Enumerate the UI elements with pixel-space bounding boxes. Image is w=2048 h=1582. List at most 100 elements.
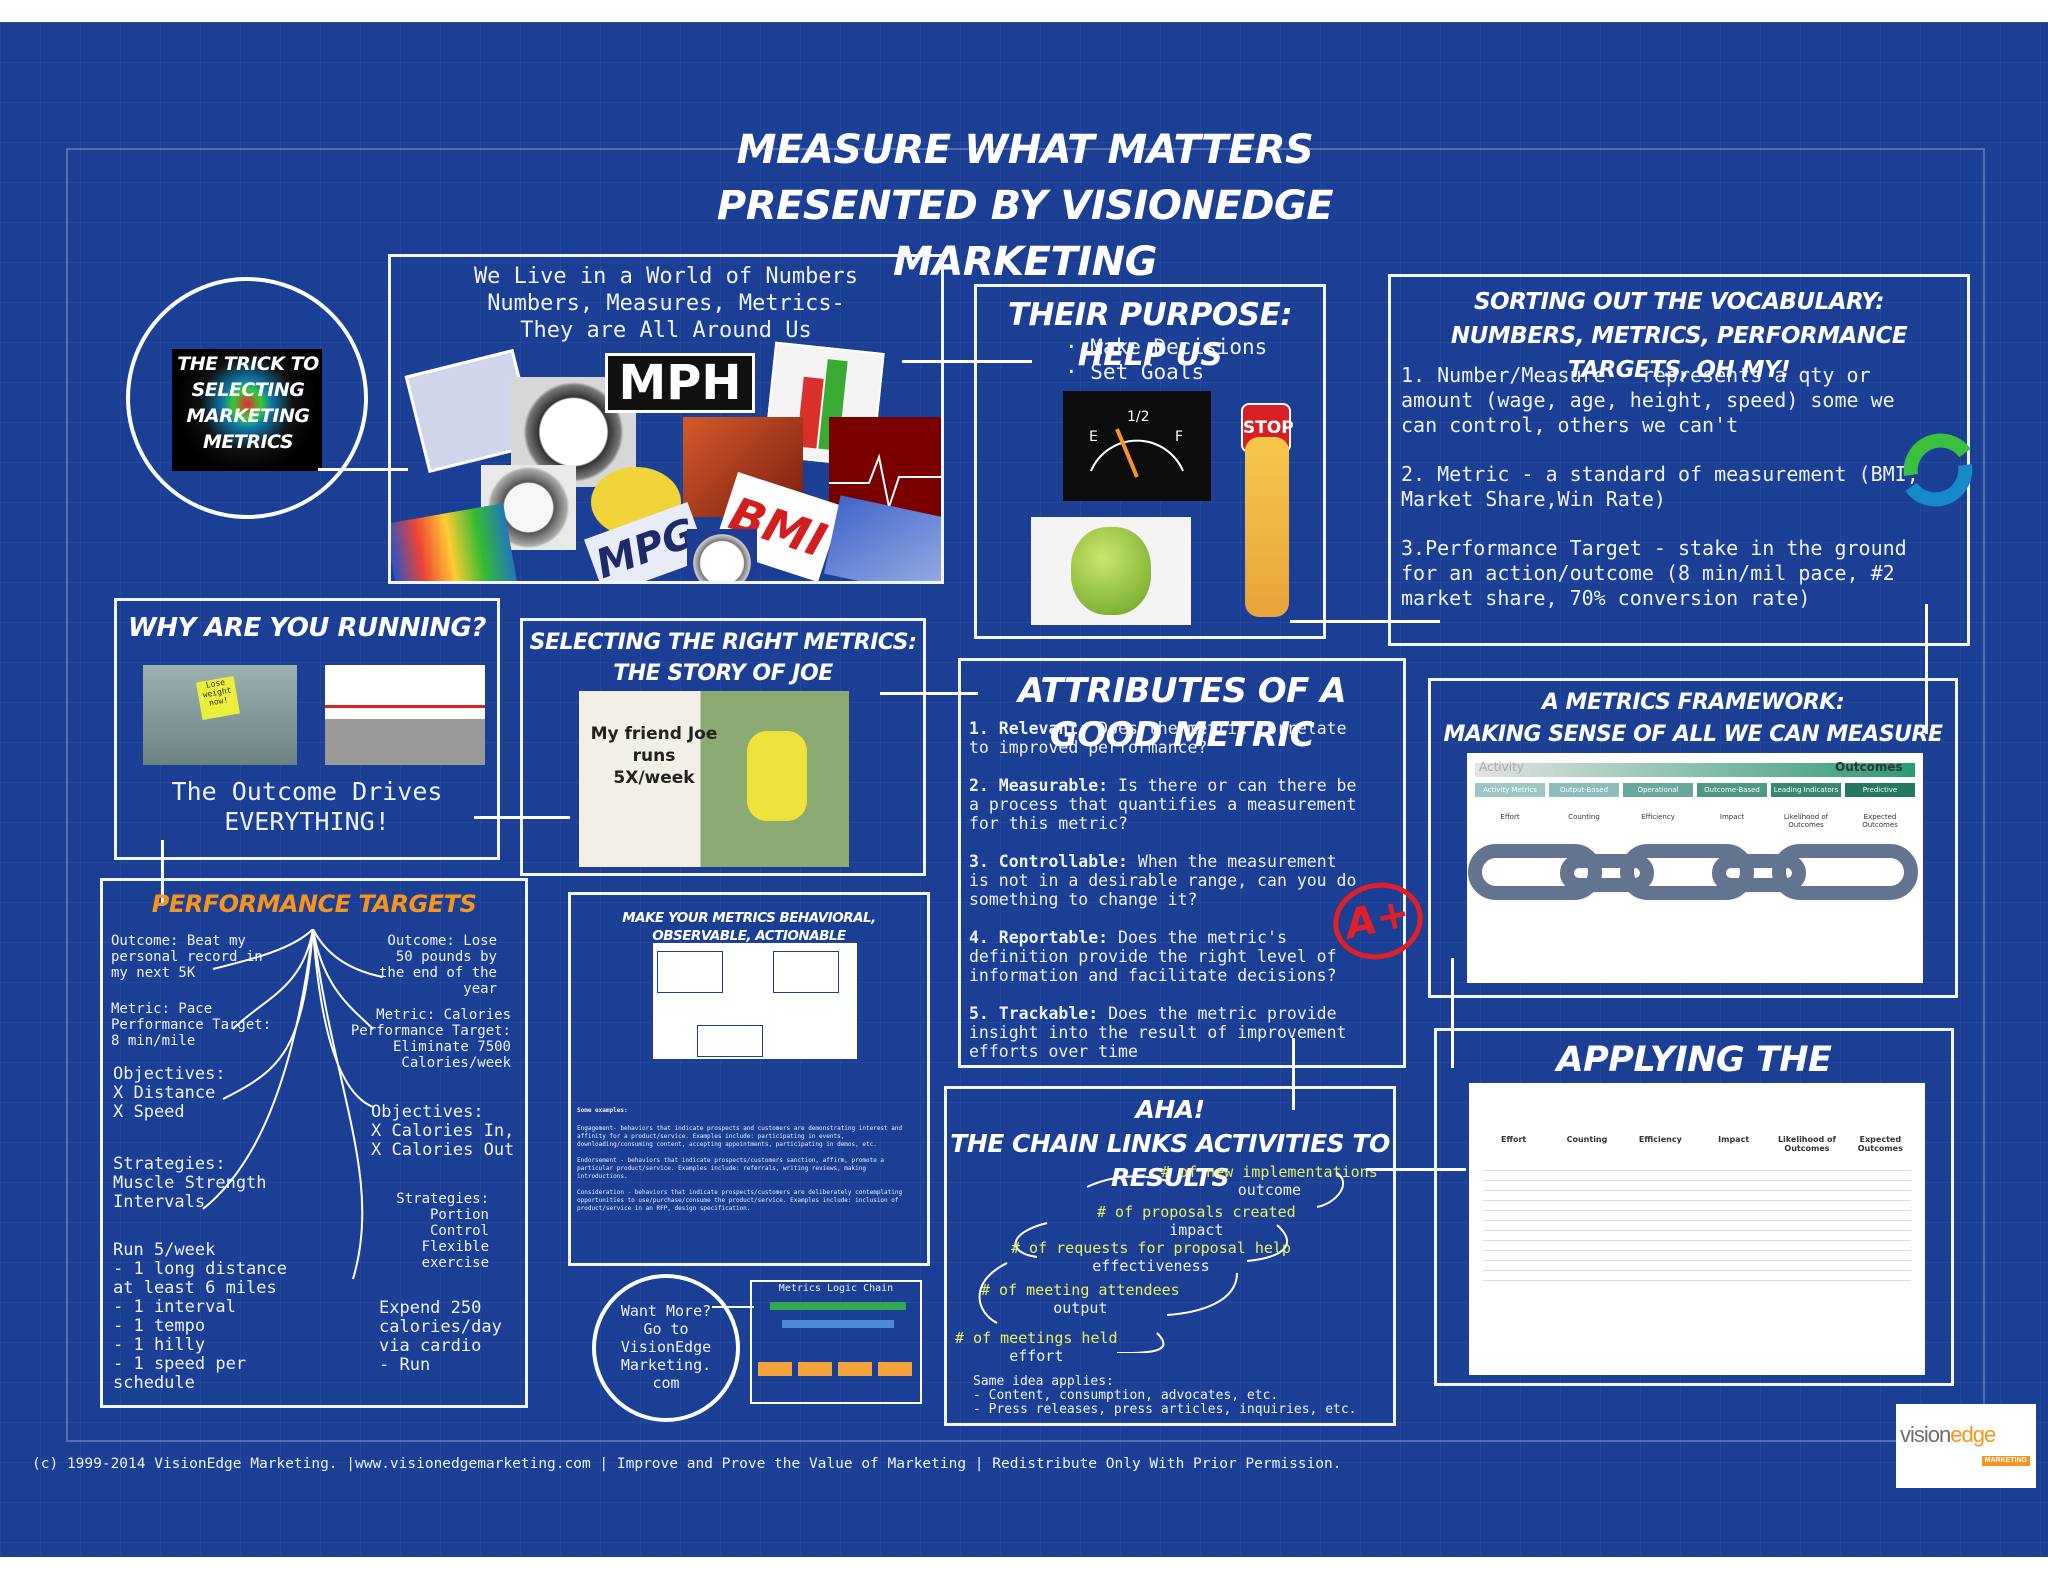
outcome-drives: The Outcome Drives EVERYTHING! — [117, 777, 497, 837]
outcome-line-1: The Outcome Drives — [171, 777, 443, 806]
diagram-box-1 — [657, 951, 723, 993]
arrow-applying-to-aha — [1366, 1168, 1466, 1171]
thermometer-cartoon — [1245, 437, 1289, 617]
sticky-note-text: Lose weight now! — [202, 677, 233, 708]
framework-cell: Predictive — [1845, 783, 1915, 797]
outcome-line-2: EVERYTHING! — [224, 807, 390, 836]
targets-tree-lines — [202, 929, 384, 1280]
attribute-controllable: 3. Controllable: When the measurement is… — [969, 852, 1359, 909]
purpose-item-label: Make Decisions — [1090, 335, 1268, 359]
scale-feet-photo: Lose weight now! — [143, 665, 297, 765]
diagram-box-2 — [773, 951, 839, 993]
aha-step-type: effectiveness — [1092, 1257, 1210, 1275]
why-running-panel: WHY ARE YOU RUNNING? Lose weight now! Th… — [114, 598, 500, 860]
framework-cell: Leading Indicators — [1771, 783, 1841, 797]
metrics-logic-chain: Metrics Logic Chain — [750, 1280, 922, 1404]
framework-label: Expected Outcomes — [1862, 813, 1898, 829]
framework-cell: Activity Metrics — [1475, 783, 1545, 797]
footer-text: (c) 1999-2014 VisionEdge Marketing. |www… — [32, 1456, 1342, 1472]
outcomes-label: Outcomes — [1835, 760, 1903, 774]
aha-step-type: output — [1053, 1299, 1108, 1317]
purpose-item-goals: · Set Goals — [1065, 360, 1205, 384]
framework-labels: Effort Counting Efficiency Impact Likeli… — [1475, 813, 1915, 829]
stopwatch-photo — [687, 529, 757, 581]
applying-framework-panel: APPLYING THE FRAMEWORK Effort Counting E… — [1434, 1028, 1954, 1386]
framework-label: Likelihood of Outcomes — [1783, 813, 1829, 829]
framework-title-1: A METRICS FRAMEWORK: — [1541, 690, 1845, 715]
arrow-purpose-to-vocab — [1290, 620, 1440, 623]
targets-right-objectives: Objectives: X Calories In, X Calories Ou… — [371, 1102, 515, 1160]
world-line-3: They are All Around Us — [520, 318, 812, 343]
targets-left-outcome: Outcome: Beat my personal record in my n… — [111, 933, 263, 981]
attribute-key: 5. Trackable: — [969, 1004, 1099, 1023]
applying-col-header: Likelihood of Outcomes — [1777, 1135, 1836, 1153]
want-more-circle[interactable]: Want More? Go to VisionEdge Marketing. c… — [592, 1274, 740, 1422]
attribute-text: Does the metric's definition provide the… — [969, 928, 1337, 985]
heartbeat-line-icon — [829, 453, 941, 511]
apple-tape-photo — [1031, 517, 1191, 625]
targets-right-outcome: Outcome: Lose 50 pounds by the end of th… — [378, 933, 497, 997]
framework-title-2: MAKING SENSE OF ALL WE CAN MEASURE — [1443, 722, 1943, 747]
purpose-panel: THEIR PURPOSE: HELP US · Make Decisions … — [974, 284, 1326, 639]
applying-col-header: Impact — [1718, 1135, 1750, 1144]
gauge-f: F — [1175, 429, 1183, 445]
logic-row-green — [770, 1302, 906, 1310]
arrow-joe-to-running — [474, 816, 570, 819]
arrow-world-to-purpose — [902, 360, 1032, 363]
purpose-item-label: Set Goals — [1090, 360, 1205, 384]
behavioral-examples: Some examples: Engagement- behaviors tha… — [577, 1107, 917, 1213]
arrow-aha-up — [1292, 1038, 1295, 1110]
aha-title-1: AHA! — [1135, 1095, 1205, 1124]
visionedge-logo[interactable]: visionedge MARKETING — [1896, 1404, 2036, 1488]
want-more-text[interactable]: Want More? Go to VisionEdge Marketing. c… — [620, 1302, 712, 1392]
targets-left-metric: Metric: Pace Performance Target: 8 min/m… — [111, 1001, 272, 1049]
running-title: WHY ARE YOU RUNNING? — [128, 613, 486, 643]
arrow-running-down — [161, 840, 164, 906]
behavioral-diagram — [653, 943, 857, 1059]
world-of-numbers-panel: We Live in a World of Numbers Numbers, M… — [388, 254, 944, 584]
aha-step-type: outcome — [1237, 1181, 1301, 1199]
same-idea-item-2: - Press releases, press articles, inquir… — [973, 1402, 1357, 1417]
aha-step-metric: # of new implementations — [1161, 1163, 1378, 1181]
vocab-title-1: SORTING OUT THE VOCABULARY: — [1473, 289, 1885, 315]
joe-caption-2: runs — [632, 746, 676, 766]
applying-body-lines — [1483, 1161, 1911, 1287]
fuel-gauge-icon: E F 1/2 — [1089, 409, 1184, 478]
grade-label: A+ — [1341, 889, 1414, 949]
example-engagement: Engagement- behaviors that indicate pros… — [577, 1125, 903, 1148]
targets-right-metric: Metric: Calories Performance Target: Eli… — [350, 1007, 511, 1071]
joe-title-2: THE STORY OF JOE — [613, 661, 833, 686]
sticky-note: Lose weight now! — [195, 675, 241, 721]
aha-step-metric: # of requests for proposal help — [1011, 1239, 1291, 1257]
framework-label: Impact — [1719, 813, 1745, 821]
trick-circle: THE TRICK TO SELECTING MARKETING METRICS — [126, 277, 368, 519]
aha-panel: AHA! THE CHAIN LINKS ACTIVITIES TO RESUL… — [944, 1086, 1396, 1426]
finish-line-photo — [325, 665, 485, 765]
targets-right-strategies: Strategies: Portion Control Flexible exe… — [396, 1191, 489, 1271]
applying-col-header: Counting — [1566, 1135, 1608, 1144]
arrow-trick-to-world — [318, 468, 408, 471]
joe-title: SELECTING THE RIGHT METRICS: THE STORY O… — [523, 627, 923, 689]
joe-running-photo: My friend Joe runs 5X/week — [579, 691, 849, 867]
attribute-text: Does the metric correlate to improved pe… — [969, 719, 1347, 757]
framework-title: A METRICS FRAMEWORK: MAKING SENSE OF ALL… — [1431, 687, 1955, 751]
examples-label: Some examples: — [577, 1107, 628, 1114]
logic-row-blue — [782, 1320, 894, 1328]
aha-step-type: effort — [1009, 1347, 1064, 1365]
chain-links-icon — [1468, 844, 1918, 900]
balance-chart-photo — [391, 503, 518, 581]
joe-caption-1: My friend Joe — [590, 724, 718, 744]
vocab-def-target: 3.Performance Target - stake in the grou… — [1401, 536, 1907, 610]
logo-edge: edge — [1950, 1422, 1996, 1447]
vocab-title: SORTING OUT THE VOCABULARY: NUMBERS, MET… — [1391, 285, 1967, 387]
targets-left-objectives: Objectives: X Distance X Speed — [113, 1064, 226, 1122]
same-idea-label: Same idea applies: — [973, 1374, 1114, 1389]
logo-tag: MARKETING — [1981, 1456, 2030, 1466]
example-consideration: Consideration - behaviors that indicate … — [577, 1189, 903, 1212]
mph-label: MPH — [618, 355, 742, 411]
gauge-half: 1/2 — [1127, 409, 1150, 425]
attribute-measurable: 2. Measurable: Is there or can there be … — [969, 776, 1359, 833]
mph-sign: MPH — [605, 353, 755, 413]
